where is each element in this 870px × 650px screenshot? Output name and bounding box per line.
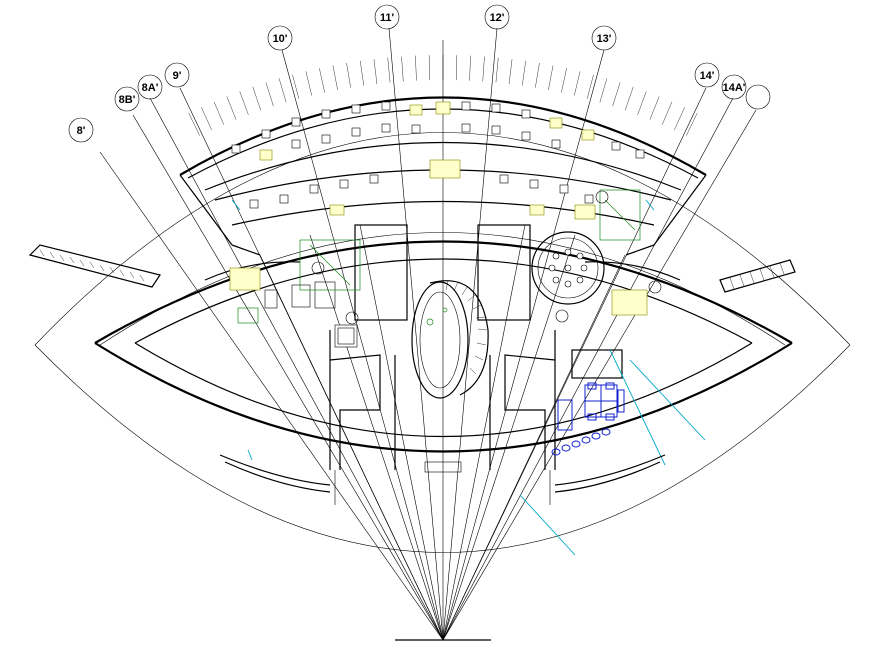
hatch-stroke [415, 55, 417, 81]
east-lounge-furniture [551, 349, 625, 456]
hatch-stroke [387, 57, 391, 83]
hatch-stroke [239, 91, 249, 115]
grid-label-8: 8' [77, 125, 86, 137]
grid-label-14: 14' [700, 70, 715, 82]
hatch-stroke [226, 96, 237, 120]
hatch-stroke [292, 74, 300, 99]
grid-bubble-blank [745, 84, 771, 110]
radial-grid-lines [99, 27, 757, 641]
east-round-room [531, 189, 662, 323]
hatch-stroke [548, 65, 554, 91]
grid-label-10: 10' [273, 33, 288, 45]
hatch-stroke [319, 68, 325, 93]
grid-bubbles: 8' 8B' 8A' 9' 10' 11' 12' 13' [68, 4, 771, 143]
hatch-stroke [561, 68, 567, 93]
hatch-stroke [586, 74, 594, 99]
hatch-stroke [373, 59, 378, 84]
hatch-stroke [649, 96, 660, 120]
grid-bubble-10: 10' [267, 25, 293, 51]
grid-bubble-11: 11' [374, 4, 400, 30]
central-atrium [411, 280, 489, 399]
hatch-stroke [482, 56, 485, 82]
core-walls [204, 224, 681, 470]
hatch-stroke [469, 55, 471, 81]
hatch-stroke [624, 86, 634, 111]
grid-bubble-14a: 14A' [721, 74, 747, 100]
hatch-stroke [265, 82, 274, 107]
glazing-lines [231, 199, 706, 556]
hatch-stroke [188, 113, 200, 136]
grid-bubble-8b: 8B' [114, 86, 140, 112]
hatch-stroke [456, 55, 458, 81]
hatch-stroke [535, 62, 540, 88]
grid-label-12: 12' [490, 12, 505, 24]
hatch-stroke [278, 78, 287, 103]
hatch-stroke [332, 65, 338, 91]
hatch-stroke [305, 71, 312, 96]
hatch-stroke [495, 57, 499, 83]
hatch-stroke [674, 107, 685, 131]
hatch-stroke [508, 59, 513, 84]
grid-bubble-12: 12' [484, 4, 510, 30]
hatch-stroke [574, 71, 581, 96]
hatch-stroke [522, 60, 526, 86]
grid-bubble-14: 14' [694, 62, 720, 88]
west-ramp [28, 244, 161, 288]
grid-bubble-8a: 8A' [137, 74, 163, 100]
grid-bubble-8: 8' [68, 117, 94, 143]
grid-bubble-13: 13' [591, 25, 617, 51]
hatch-stroke [201, 107, 212, 131]
south-facade [219, 454, 666, 505]
grid-label-9: 9' [173, 70, 182, 82]
outer-eye-outline [34, 132, 851, 553]
hatch-stroke [346, 62, 351, 88]
north-band-hatching [188, 55, 698, 136]
east-ramp [719, 259, 796, 293]
grid-label-8b: 8B' [119, 94, 136, 106]
hatch-stroke [213, 101, 224, 125]
west-room-fitout [229, 239, 361, 348]
hatch-stroke [686, 113, 698, 136]
hatch-stroke [428, 55, 430, 81]
hatch-stroke [401, 56, 404, 82]
hatch-stroke [612, 82, 621, 107]
grid-bubble-9: 9' [164, 62, 190, 88]
hatch-stroke [662, 101, 673, 125]
hatch-stroke [252, 86, 262, 111]
hatch-stroke [637, 91, 647, 115]
hatch-stroke [360, 60, 364, 86]
north-wing-seating [231, 101, 645, 220]
grid-label-14a: 14A' [723, 82, 746, 94]
hatch-stroke [599, 78, 608, 103]
grid-label-11: 11' [380, 12, 395, 24]
grid-label-13: 13' [597, 33, 612, 45]
grid-label-8a: 8A' [142, 82, 159, 94]
